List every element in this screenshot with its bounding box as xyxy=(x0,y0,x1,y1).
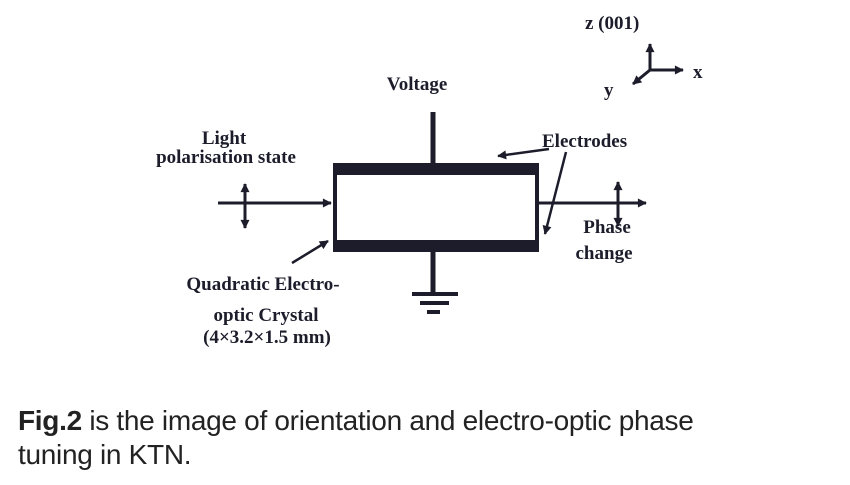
y-axis-arrow xyxy=(632,68,651,86)
electrodes-label: Electrodes xyxy=(542,131,627,152)
caption-line1-text: is the image of orientation and electro-… xyxy=(81,405,694,436)
caption-fig-label: Fig.2 xyxy=(18,405,82,436)
electrodes-pointer-bottom xyxy=(542,151,568,235)
phase-label-line1: Phase xyxy=(583,217,631,238)
light-label-line1: Light xyxy=(202,128,247,149)
electro-optic-figure: Voltage z (001) x y Electrodes Light pol… xyxy=(156,13,703,348)
z-axis-label: z (001) xyxy=(585,13,639,34)
caption-line1: Fig.2 is the image of orientation and el… xyxy=(18,404,848,438)
figure-caption: Fig.2 is the image of orientation and el… xyxy=(18,404,848,472)
voltage-label: Voltage xyxy=(387,74,448,95)
coordinate-axes xyxy=(632,43,684,86)
crystal-label-line2: optic Crystal xyxy=(213,305,318,326)
x-axis-label: x xyxy=(693,62,703,83)
top-electrode-bar xyxy=(335,165,537,175)
ground-symbol xyxy=(412,245,458,314)
crystal-label-line1: Quadratic Electro- xyxy=(186,274,339,295)
crystal-box xyxy=(333,163,539,252)
light-label-line2: polarisation state xyxy=(156,147,296,168)
y-axis-label: y xyxy=(604,80,614,101)
bottom-electrode-bar xyxy=(335,240,537,250)
crystal-pointer xyxy=(291,239,329,265)
electrodes-pointer-top xyxy=(497,147,550,160)
crystal-label-line3: (4×3.2×1.5 mm) xyxy=(203,327,331,348)
caption-line2: tuning in KTN. xyxy=(18,439,192,470)
phase-label-line2: change xyxy=(576,243,633,264)
